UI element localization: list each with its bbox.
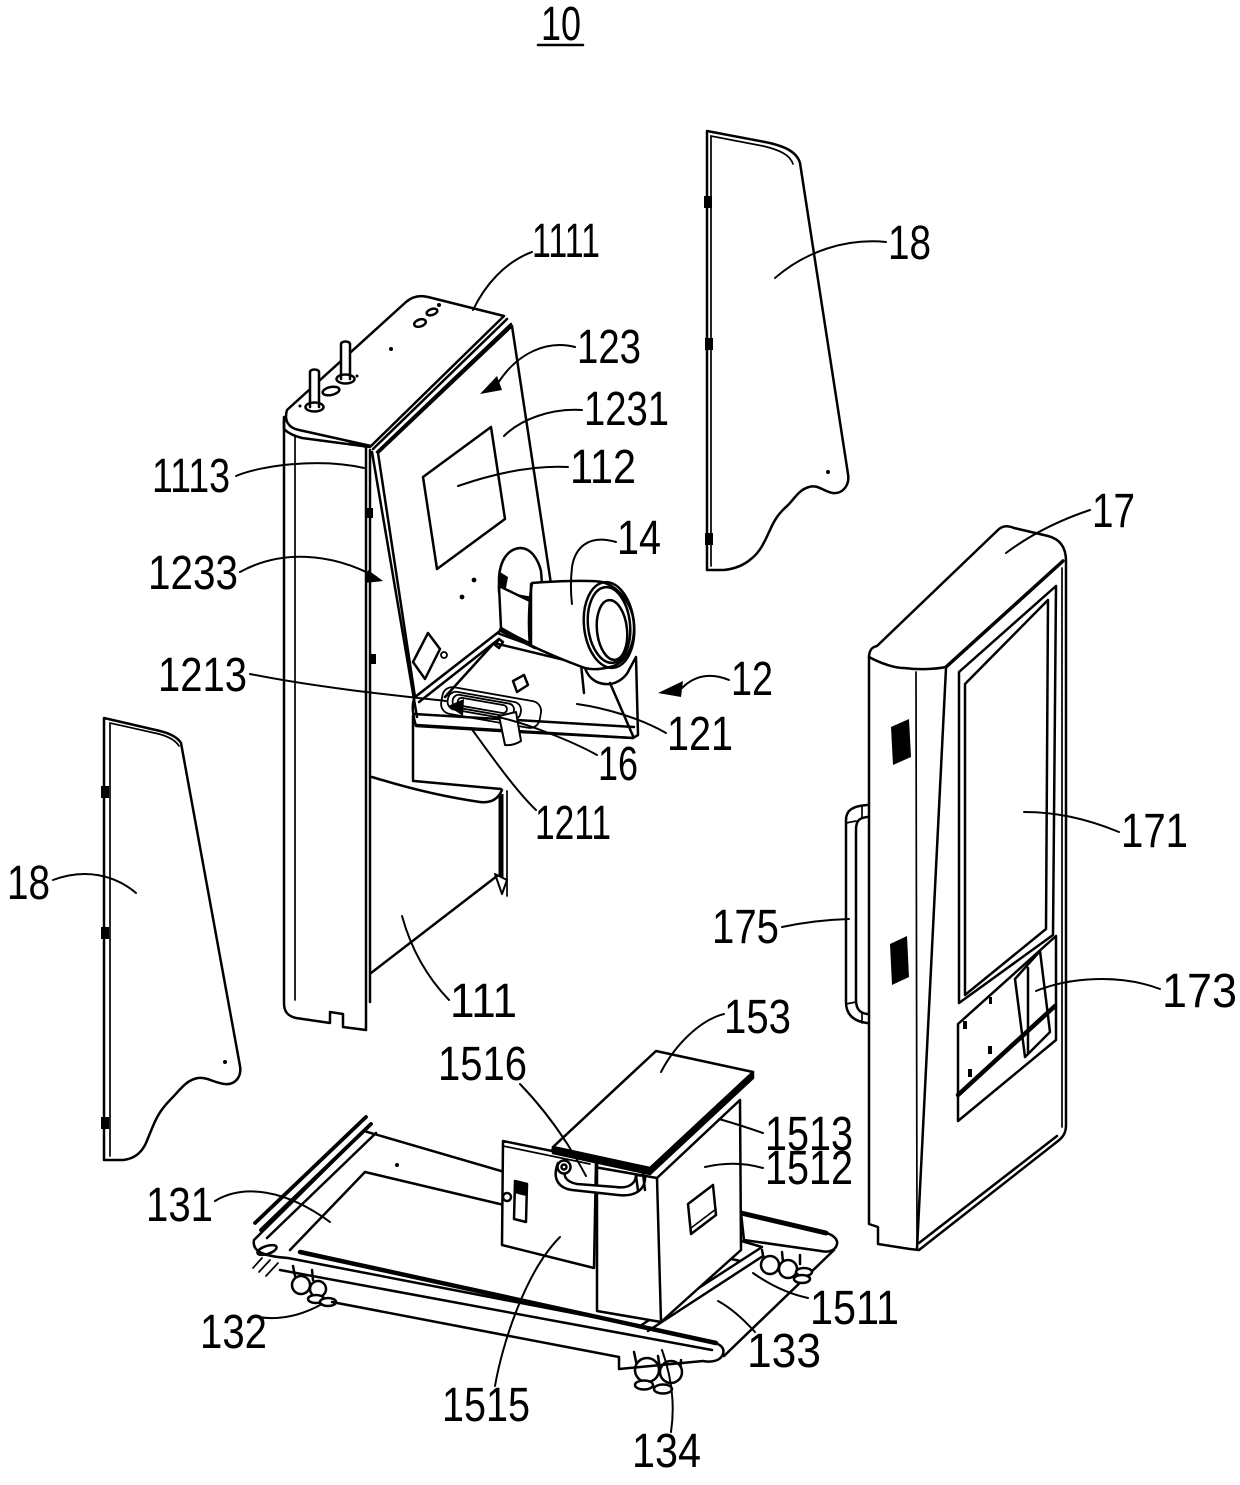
svg-text:1213: 1213 (158, 649, 247, 702)
svg-text:1233: 1233 (148, 547, 238, 600)
svg-text:17: 17 (1092, 485, 1135, 538)
svg-text:16: 16 (598, 738, 638, 791)
svg-text:153: 153 (724, 991, 791, 1044)
svg-text:171: 171 (1121, 805, 1188, 858)
svg-text:132: 132 (200, 1306, 267, 1359)
svg-text:134: 134 (632, 1425, 701, 1478)
svg-text:1113: 1113 (152, 450, 230, 503)
svg-text:1111: 1111 (532, 215, 600, 268)
svg-text:1511: 1511 (810, 1282, 899, 1335)
svg-text:112: 112 (570, 441, 636, 494)
svg-text:1515: 1515 (442, 1379, 530, 1432)
svg-text:1231: 1231 (584, 383, 669, 436)
svg-text:131: 131 (146, 1179, 213, 1232)
svg-text:123: 123 (577, 321, 641, 374)
svg-text:1211: 1211 (535, 797, 611, 850)
svg-text:18: 18 (7, 857, 50, 910)
svg-text:14: 14 (617, 512, 661, 565)
svg-text:1513: 1513 (765, 1108, 853, 1161)
svg-text:175: 175 (712, 901, 779, 954)
svg-text:10: 10 (541, 0, 581, 51)
svg-text:173: 173 (1162, 965, 1237, 1018)
svg-text:111: 111 (450, 975, 517, 1028)
svg-text:12: 12 (731, 653, 773, 706)
svg-text:1512: 1512 (765, 1142, 853, 1195)
svg-text:1516: 1516 (438, 1038, 527, 1091)
svg-text:18: 18 (888, 217, 931, 270)
svg-text:133: 133 (747, 1325, 821, 1378)
svg-text:121: 121 (667, 708, 733, 761)
